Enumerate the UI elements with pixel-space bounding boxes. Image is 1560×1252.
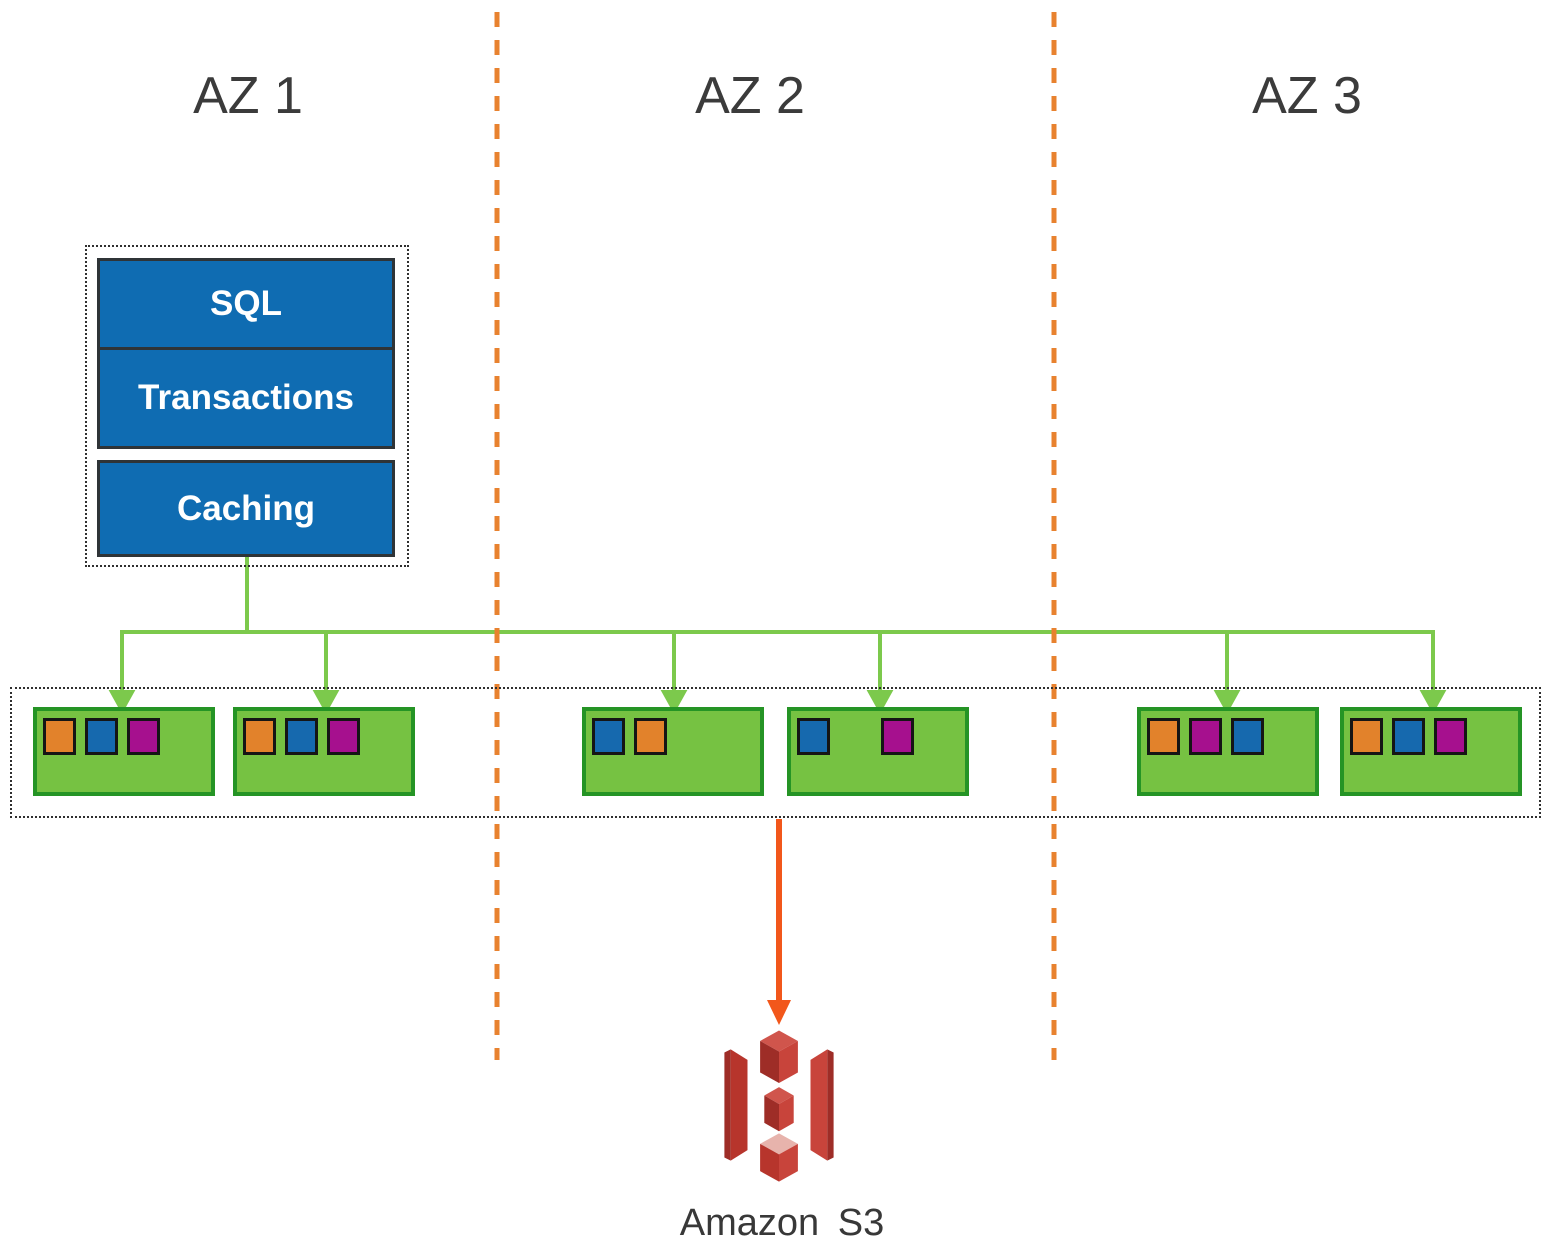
blue-segment xyxy=(1231,718,1264,755)
blue-segment xyxy=(285,718,318,755)
s3-top-cube-right xyxy=(779,1040,798,1083)
az1-label: AZ 1 xyxy=(193,67,303,125)
orange-segment xyxy=(634,718,667,755)
s3-mid-cube-right xyxy=(779,1095,794,1132)
magenta-segment xyxy=(881,718,914,755)
amazon-s3-bucket-icon xyxy=(724,1030,834,1182)
s3-label: Amazon S3 xyxy=(679,1202,885,1244)
s3-top-cube-left xyxy=(760,1040,779,1083)
s3-left-fin-edge xyxy=(724,1049,731,1161)
orange-segment xyxy=(1350,718,1383,755)
s3-left-fin xyxy=(730,1049,748,1161)
blue-segment xyxy=(797,718,830,755)
empty-segment-slot xyxy=(839,718,872,755)
db-instance-group: SQL Transactions Caching xyxy=(85,245,409,567)
storage-node-az3-b xyxy=(1340,707,1522,796)
storage-layer-group xyxy=(10,687,1541,818)
orange-segment xyxy=(43,718,76,755)
sql-layer-box: SQL xyxy=(97,258,395,350)
magenta-segment xyxy=(127,718,160,755)
s3-right-fin-edge xyxy=(827,1049,834,1161)
az-dividers xyxy=(494,12,1057,1060)
caching-layer-box: Caching xyxy=(97,460,395,557)
blue-segment xyxy=(85,718,118,755)
s3-top-cube-top xyxy=(760,1030,798,1052)
s3-right-fin xyxy=(810,1049,828,1161)
magenta-segment xyxy=(1189,718,1222,755)
s3-bottom-cube-top xyxy=(760,1133,798,1155)
s3-mid-cube-left xyxy=(764,1095,779,1132)
magenta-segment xyxy=(327,718,360,755)
orange-segment xyxy=(1147,718,1180,755)
storage-node-az2-b xyxy=(787,707,969,796)
s3-bottom-cube-right xyxy=(779,1143,798,1182)
s3-arrowhead xyxy=(767,1000,791,1025)
storage-node-az2-a xyxy=(582,707,764,796)
storage-node-az1-a xyxy=(33,707,215,796)
az2-label: AZ 2 xyxy=(695,67,805,125)
az3-label: AZ 3 xyxy=(1252,67,1362,125)
magenta-segment xyxy=(1434,718,1467,755)
transactions-layer-box: Transactions xyxy=(97,347,395,449)
blue-segment xyxy=(592,718,625,755)
s3-bottom-cube-left xyxy=(760,1143,779,1182)
storage-node-az1-b xyxy=(233,707,415,796)
storage-node-az3-a xyxy=(1137,707,1319,796)
storage-to-s3-arrow xyxy=(767,819,791,1025)
blue-segment xyxy=(1392,718,1425,755)
orange-segment xyxy=(243,718,276,755)
db-layer-stack: SQL Transactions Caching xyxy=(97,258,395,557)
